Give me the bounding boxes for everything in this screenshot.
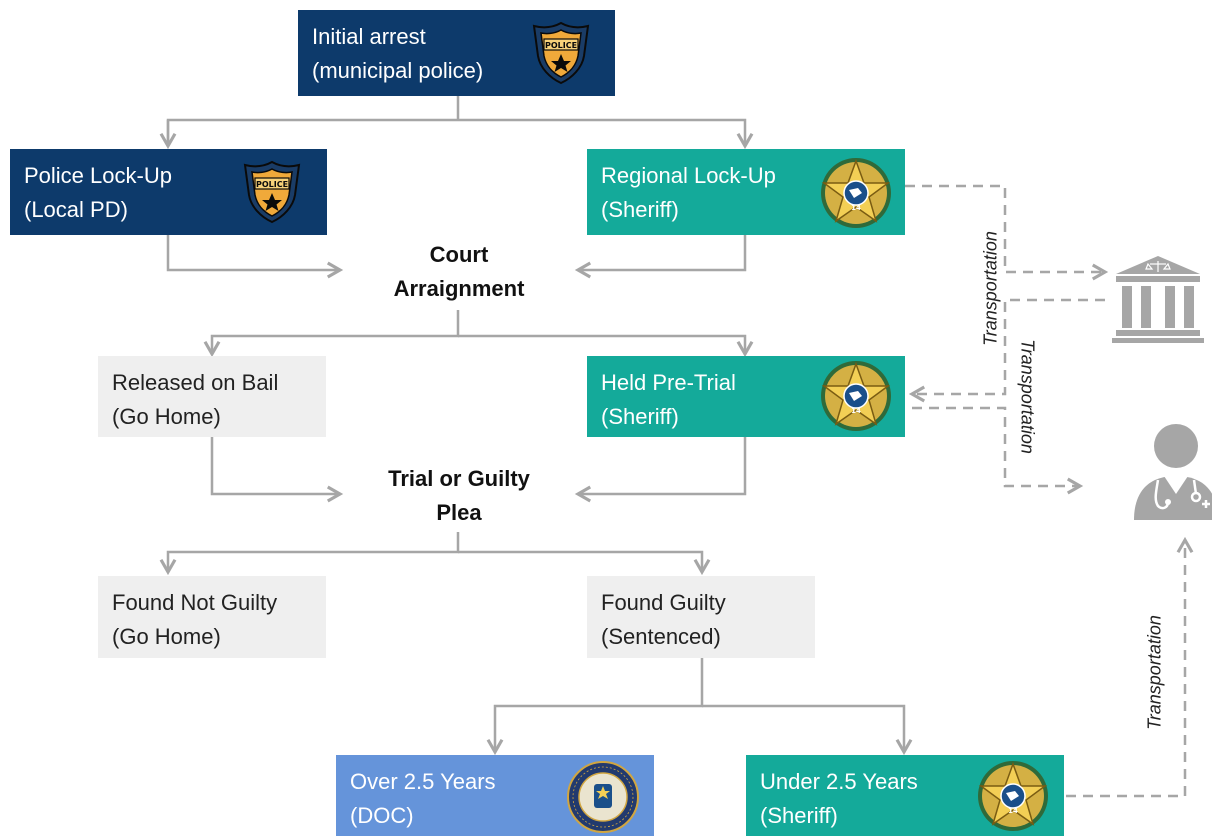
transport-regional-court [905,184,1109,281]
label-trial-plea-line1: Trial or Guilty [388,466,530,491]
node-not-guilty: Found Not Guilty (Go Home) [98,576,326,658]
node-police-lockup-line1: Police Lock-Up [24,163,172,188]
connector-plea-left [159,532,460,576]
sheriff-num-text: 14 [851,204,861,212]
connector-bail-plea [210,437,344,503]
connector-arrest-split [166,96,745,146]
node-initial-arrest-line1: Initial arrest [312,24,426,49]
transport-label-medical: Transportation [1144,615,1165,730]
police-badge-icon: POLICE [532,21,590,85]
node-regional-lockup-line1: Regional Lock-Up [601,163,776,188]
connector-sentence-left [486,658,704,756]
transport-label-pretrial: Transportation [1017,339,1038,454]
node-under-25-line2: (Sheriff) [760,803,838,828]
transport-under-medical [1066,536,1194,798]
node-found-guilty-line1: Found Guilty [601,590,726,615]
label-trial-plea-line2: Plea [436,500,482,525]
node-over-25-line2: (DOC) [350,803,414,828]
courthouse-icon [1112,256,1204,343]
transport-pretrial-medical [912,406,1084,495]
node-found-guilty: Found Guilty (Sentenced) [587,576,815,658]
connector-police-arraignment [166,235,344,279]
node-police-lockup-line2: (Local PD) [24,197,128,222]
connector-arraignment-right [458,334,754,358]
sheriff-num-text: 14 [1008,807,1018,815]
connector-regional-arraignment [574,235,747,279]
node-over-25-line1: Over 2.5 Years [350,769,496,794]
connector-plea-right [458,550,711,576]
connector-arraignment-left [203,310,460,358]
node-released-bail: Released on Bail (Go Home) [98,356,326,437]
node-held-pretrial-line1: Held Pre-Trial [601,370,736,395]
label-court-arraignment-line1: Court [429,242,489,267]
node-not-guilty-line1: Found Not Guilty [112,590,278,615]
doctor-icon [1134,424,1212,520]
node-not-guilty-line2: (Go Home) [112,624,221,649]
node-held-pretrial-line2: (Sheriff) [601,404,679,429]
sheriff-star-icon: 14 [821,158,891,228]
node-under-25-line1: Under 2.5 Years [760,769,918,794]
police-badge-text: POLICE [545,41,577,50]
label-court-arraignment: Court Arraignment [340,238,578,306]
sheriff-star-icon: 14 [821,361,891,431]
connector-pretrial-plea [574,437,747,503]
node-regional-lockup-line2: (Sheriff) [601,197,679,222]
transport-court-pretrial [908,298,1105,403]
connector-sentence-right [702,704,913,756]
transport-label-court: Transportation [980,231,1001,346]
node-found-guilty-line2: (Sentenced) [601,624,721,649]
sheriff-star-icon: 14 [978,761,1048,831]
sheriff-num-text: 14 [851,407,861,415]
doc-seal-icon [567,761,639,833]
label-trial-plea: Trial or Guilty Plea [340,462,578,530]
police-badge-text: POLICE [256,180,288,189]
police-badge-icon: POLICE [243,160,301,224]
node-released-bail-line1: Released on Bail [112,370,279,395]
node-initial-arrest-line2: (municipal police) [312,58,484,83]
label-court-arraignment-line2: Arraignment [393,276,525,301]
node-released-bail-line2: (Go Home) [112,404,221,429]
